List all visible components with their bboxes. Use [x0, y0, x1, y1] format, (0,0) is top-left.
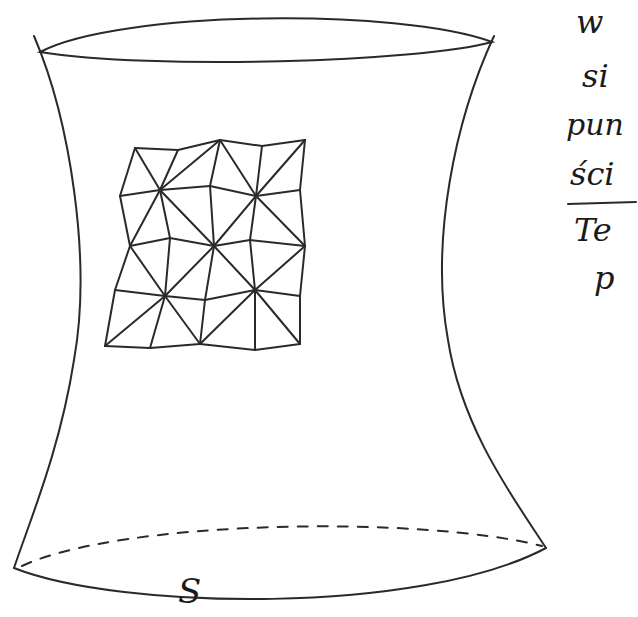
mesh-edge: [160, 190, 170, 238]
mesh-edge: [120, 190, 160, 196]
mesh-edge: [250, 240, 255, 290]
mesh-edge: [150, 344, 200, 348]
mesh-edge: [205, 246, 214, 300]
mesh-edge: [130, 190, 160, 246]
mesh-edge: [250, 240, 305, 246]
mesh-edge: [120, 196, 130, 246]
mesh-edge: [255, 246, 305, 290]
mesh-edge: [135, 148, 178, 150]
top-rim: [40, 18, 492, 62]
cut-off-text: Te: [574, 214, 612, 246]
mesh-edge: [255, 344, 300, 350]
cut-off-text: w: [576, 6, 603, 38]
mesh-edge: [214, 246, 255, 290]
mesh-edge: [220, 140, 256, 196]
mesh-edge: [300, 140, 305, 190]
right-side: [442, 36, 546, 548]
mesh-edge: [250, 196, 256, 240]
mesh-edge: [200, 300, 205, 344]
cut-off-text: pun: [566, 110, 624, 140]
surface-name: S: [178, 574, 201, 608]
mesh-edge: [165, 296, 200, 344]
mesh-edge: [200, 290, 255, 344]
mesh-edge: [262, 140, 305, 146]
mesh-edge: [214, 196, 256, 246]
mesh-edge: [150, 296, 165, 348]
cut-off-text: p: [594, 262, 614, 294]
mesh-edge: [210, 140, 220, 186]
mesh-edge: [165, 296, 205, 300]
mesh-edge: [256, 190, 300, 196]
mesh-edge: [256, 146, 262, 196]
mesh-edge: [256, 140, 305, 196]
mesh-edge: [105, 296, 165, 346]
mesh-edge: [130, 238, 170, 246]
mesh-edge: [210, 186, 214, 246]
mesh-edge: [160, 186, 210, 190]
cut-off-text: si: [582, 60, 609, 92]
mesh-edge: [160, 150, 178, 190]
mesh-edge: [160, 140, 220, 190]
mesh-edge: [120, 148, 135, 196]
bottom-back: [22, 526, 542, 566]
mesh-edge: [170, 238, 214, 246]
mesh-edge: [300, 246, 305, 296]
cut-off-text: ści: [570, 158, 615, 190]
mesh-edge: [255, 290, 300, 296]
mesh-edge: [165, 238, 170, 296]
mesh-edge: [220, 140, 262, 146]
mesh-edge: [135, 148, 160, 190]
mesh-edge: [254, 290, 256, 350]
mesh-edge: [256, 196, 305, 246]
bottom-front: [14, 548, 546, 599]
mesh-edge: [105, 346, 150, 348]
left-side: [14, 36, 80, 568]
mesh-edge: [214, 240, 250, 246]
mesh-edge: [115, 246, 130, 290]
mesh-edge: [300, 190, 305, 246]
mesh-edge: [255, 290, 300, 344]
underline: [568, 202, 636, 204]
mesh-edge: [130, 246, 165, 296]
mesh-edge: [115, 290, 165, 296]
mesh-edge: [299, 296, 301, 344]
mesh-edge: [210, 186, 256, 196]
mesh-edge: [105, 290, 115, 346]
mesh-edge: [200, 344, 255, 350]
